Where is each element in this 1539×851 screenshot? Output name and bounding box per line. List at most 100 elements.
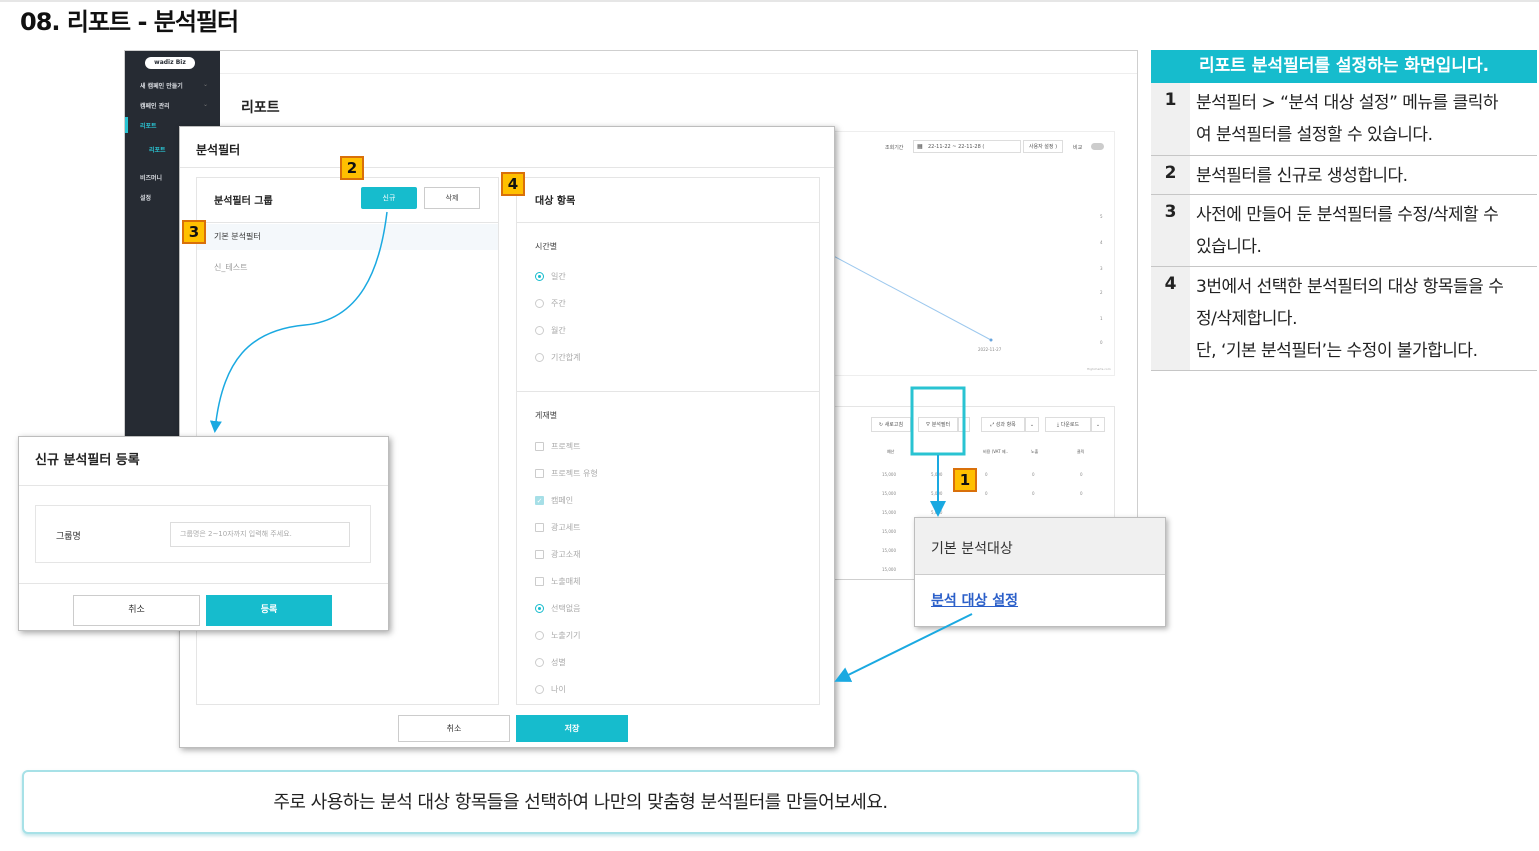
sidebar-item-campaign-manage[interactable]: 캠페인 관리 <box>140 103 170 110</box>
period-label: 조회기간 <box>885 145 904 151</box>
panel-divider <box>517 391 819 392</box>
new-filter-button[interactable]: 신규 <box>361 187 417 209</box>
info-row-text: 분석필터를 신규로 생성합니다. <box>1196 166 1408 186</box>
table-header: 노출 <box>1031 449 1039 454</box>
sidebar-subitem-report[interactable]: 리포트 <box>149 147 166 154</box>
filter-button[interactable]: ⛛ 분석필터 <box>918 417 958 432</box>
compare-select[interactable]: 사용자 설정 ) <box>1023 140 1063 153</box>
target-panel-title: 대상 항목 <box>535 196 576 207</box>
info-row: 4 3번에서 선택한 분석필터의 대상 항목들을 수 정/삭제합니다. 단, ‘… <box>1151 267 1537 371</box>
step-badge-3: 3 <box>182 220 206 244</box>
metrics-button[interactable]: ⤢ 성과 항목 <box>981 417 1025 432</box>
y-tick: 3 <box>1100 266 1103 271</box>
chart-x-label: 2022-11-27 <box>978 347 1002 352</box>
trend-chart: 5 4 3 2 1 0 <box>825 214 1103 345</box>
modal-divider <box>19 583 388 584</box>
brand-logo: wadiz Biz <box>145 57 195 69</box>
radio-period-total[interactable] <box>535 353 544 362</box>
table-header: 비용 (VAT 제.. <box>983 449 1009 454</box>
table-cell: 0 <box>1032 472 1035 477</box>
info-row-number: 2 <box>1151 156 1190 194</box>
register-button[interactable]: 등록 <box>206 595 332 626</box>
menu-item-default-target[interactable]: 기본 분석대상 <box>915 518 1165 574</box>
radio-monthly[interactable] <box>535 326 544 335</box>
option-label: 광고소재 <box>551 550 581 559</box>
register-modal-title: 신규 분석필터 등록 <box>35 453 140 468</box>
table-header: 클릭 <box>1077 449 1085 454</box>
sidebar-item-new-campaign[interactable]: 새 캠페인 만들기 <box>140 83 183 90</box>
checkbox-project[interactable] <box>535 442 544 451</box>
step-badge-1: 1 <box>953 468 977 492</box>
option-label: 기간합계 <box>551 353 581 362</box>
table-cell: 5,000 <box>931 510 943 515</box>
radio-age[interactable] <box>535 685 544 694</box>
option-label: 선택없음 <box>551 604 581 613</box>
table-cell: 0 <box>985 491 988 496</box>
checkbox-campaign[interactable]: ✓ <box>535 496 544 505</box>
group-name-input[interactable]: 그룹명은 2~10자까지 입력해 주세요. <box>170 522 350 547</box>
modal-divider <box>180 167 834 168</box>
filter-group-item[interactable]: 신_테스트 <box>214 263 248 272</box>
filter-group-item[interactable]: 기본 분석필터 <box>197 224 498 250</box>
sidebar-item-bizmoney[interactable]: 비즈머니 <box>140 175 163 182</box>
calendar-icon: ▦ <box>917 143 923 150</box>
compare-toggle[interactable] <box>1091 143 1104 150</box>
download-button[interactable]: ⤓ 다운로드 <box>1045 417 1091 432</box>
chevron-down-icon: ⌄ <box>1029 422 1035 428</box>
chevron-down-icon: ⌄ <box>203 81 209 88</box>
new-filter-register-modal: 신규 분석필터 등록 그룹명 그룹명은 2~10자까지 입력해 주세요. 취소 … <box>18 436 389 631</box>
metrics-dropdown-toggle[interactable]: ⌄ <box>1025 417 1039 432</box>
table-cell: 5,000 <box>931 491 943 496</box>
trend-line <box>825 251 992 341</box>
chevron-down-icon: ⌄ <box>961 422 967 428</box>
checkbox-project-type[interactable] <box>535 469 544 478</box>
report-title: 리포트 <box>241 100 280 116</box>
y-tick: 0 <box>1100 340 1103 345</box>
download-dropdown-toggle[interactable]: ⌄ <box>1091 417 1105 432</box>
option-label: 월간 <box>551 326 566 335</box>
delete-filter-button[interactable]: 삭제 <box>424 187 480 209</box>
radio-none[interactable] <box>535 604 544 613</box>
table-cell: 15,000 <box>882 529 896 534</box>
info-row: 3 사전에 만들어 둔 분석필터를 수정/삭제할 수 있습니다. <box>1151 195 1537 267</box>
table-header: 예산 <box>887 449 895 454</box>
period-picker[interactable]: ▦ 22-11-22 ~ 22-11-28 ( <box>913 140 1021 153</box>
time-section-label: 시간별 <box>535 242 558 251</box>
y-tick: 4 <box>1100 240 1103 245</box>
save-button[interactable]: 저장 <box>516 715 628 742</box>
group-panel-title: 분석필터 그룹 <box>214 196 273 207</box>
menu-item-target-setting[interactable]: 분석 대상 설정 <box>931 593 1019 609</box>
option-label: 캠페인 <box>551 496 574 505</box>
option-label: 나이 <box>551 685 566 694</box>
table-cell: 15,000 <box>882 567 896 572</box>
sidebar-item-report[interactable]: 리포트 <box>140 123 157 130</box>
checkbox-ad-creative[interactable] <box>535 550 544 559</box>
download-icon: ⤓ <box>1056 422 1061 428</box>
checkbox-ad-set[interactable] <box>535 523 544 532</box>
radio-daily[interactable] <box>535 272 544 281</box>
filter-dropdown-toggle[interactable]: ⌄ <box>958 417 970 432</box>
info-row-number: 3 <box>1151 195 1190 266</box>
info-row-text: 3번에서 선택한 분석필터의 대상 항목들을 수 정/삭제합니다. 단, ‘기본… <box>1196 277 1504 361</box>
y-tick: 1 <box>1100 316 1103 321</box>
chart-credit: Highcharts.com <box>1087 367 1111 371</box>
radio-device[interactable] <box>535 631 544 640</box>
modal-divider <box>19 485 388 486</box>
target-items-panel: 대상 항목 시간별 일간 주간 월간 기간합계 게재별 프로젝트 프로젝트 유형… <box>516 177 820 705</box>
info-row-text: 사전에 만들어 둔 분석필터를 수정/삭제할 수 있습니다. <box>1196 205 1499 257</box>
register-cancel-button[interactable]: 취소 <box>73 595 200 626</box>
step-badge-2: 2 <box>340 156 364 180</box>
checkbox-placement[interactable] <box>535 577 544 586</box>
sidebar-item-settings[interactable]: 설정 <box>140 195 152 202</box>
info-row: 2 분석필터를 신규로 생성합니다. <box>1151 156 1537 195</box>
radio-weekly[interactable] <box>535 299 544 308</box>
chevron-down-icon: ⌄ <box>1095 422 1101 428</box>
filter-dropdown-menu: 기본 분석대상 분석 대상 설정 <box>914 517 1166 627</box>
refresh-icon: ↻ <box>878 422 885 428</box>
radio-gender[interactable] <box>535 658 544 667</box>
modal-title: 분석필터 <box>196 143 241 157</box>
trend-chart-area: 5 4 3 2 1 0 <box>825 131 1115 376</box>
cancel-button[interactable]: 취소 <box>398 715 510 742</box>
refresh-button[interactable]: ↻ 새로고침 <box>871 417 911 432</box>
option-label: 광고세트 <box>551 523 581 532</box>
